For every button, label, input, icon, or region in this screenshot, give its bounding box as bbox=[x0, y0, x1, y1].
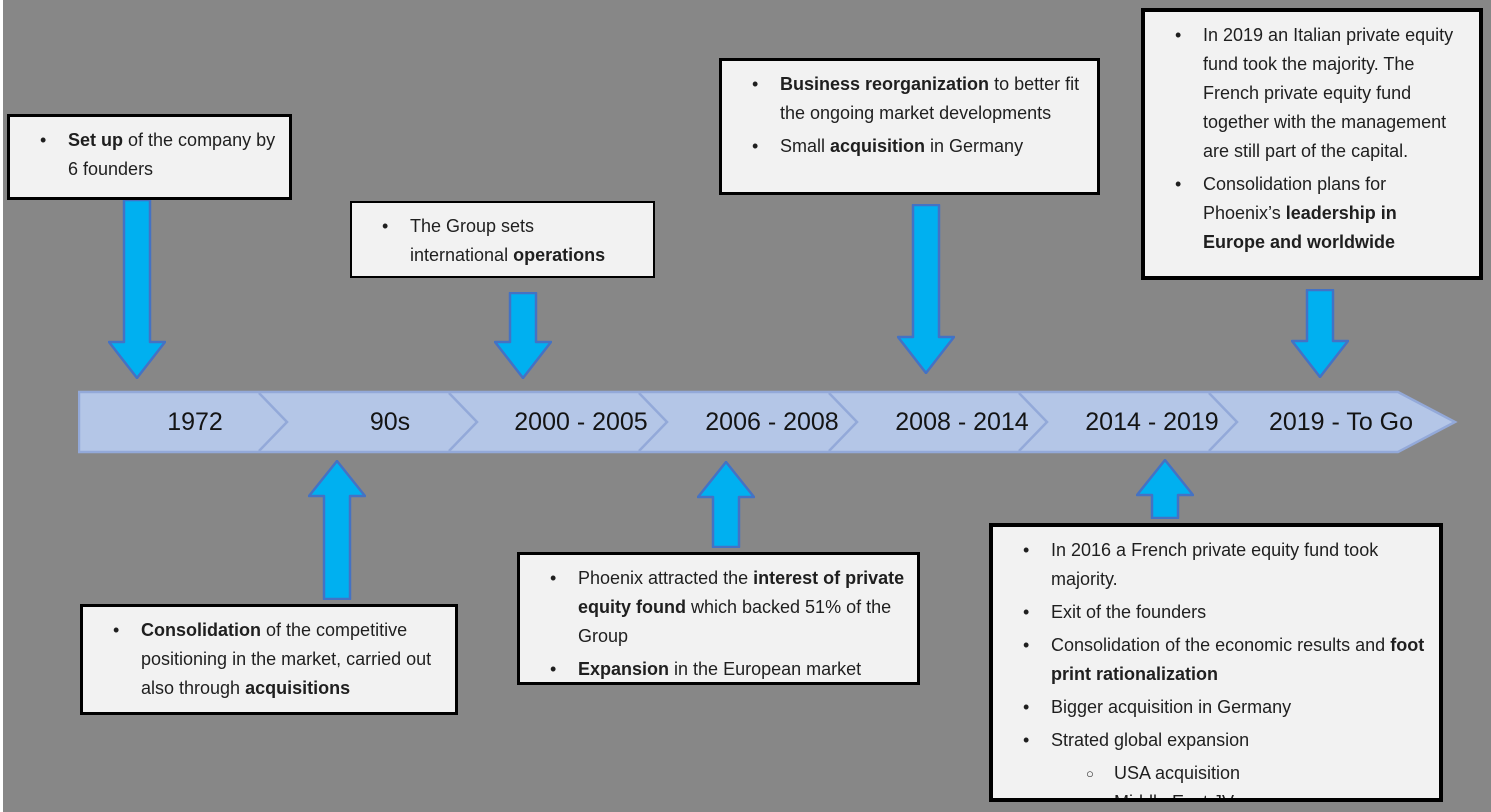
callout-2008-2014-reorganization: • Business reorganization to better fit … bbox=[719, 58, 1100, 195]
timeline-segment-90s: 90s bbox=[369, 408, 411, 436]
bullet-item: • Consolidation plans for Phoenix’s lead… bbox=[1161, 170, 1461, 257]
bullet-text: Consolidation of the economic results an… bbox=[1051, 635, 1425, 684]
bullet-text: Expansion in the European market bbox=[578, 659, 862, 679]
callout-2006-2008-phoenix: • Phoenix attracted the interest of priv… bbox=[517, 552, 920, 685]
callout-90s-international: • The Group sets international operation… bbox=[350, 201, 655, 278]
bullet-marker: • bbox=[752, 74, 759, 94]
bullet-marker: • bbox=[40, 130, 47, 150]
bullet-item: • In 2016 a French private equity fund t… bbox=[1009, 536, 1429, 594]
callout-2014-2019-details: • In 2016 a French private equity fund t… bbox=[989, 523, 1443, 802]
bullet-marker: • bbox=[1023, 730, 1030, 750]
bullet-marker: • bbox=[550, 568, 557, 588]
bullet-marker: • bbox=[752, 136, 759, 156]
timeline-segment-2019-togo: 2019 - To Go bbox=[1268, 408, 1414, 436]
sub-bullet-marker: ○ bbox=[1084, 788, 1114, 798]
bullet-item: • Strated global expansion bbox=[1009, 726, 1429, 755]
up-arrow-2006-2008 bbox=[697, 461, 755, 548]
down-arrow-2000-2005 bbox=[494, 292, 552, 379]
bullet-item: • Exit of the founders bbox=[1009, 598, 1429, 627]
timeline-chevron-2 bbox=[448, 392, 479, 452]
bullet-item: • Expansion in the European market bbox=[536, 655, 907, 682]
down-arrow-2019-togo bbox=[1291, 289, 1349, 378]
callout-2019-togo: • In 2019 an Italian private equity fund… bbox=[1141, 8, 1483, 280]
bullet-item: • The Group sets international operation… bbox=[368, 212, 623, 270]
bullet-text: Set up of the company by 6 founders bbox=[68, 130, 276, 179]
bullet-marker: • bbox=[1023, 635, 1030, 655]
bullet-marker: • bbox=[1023, 540, 1030, 560]
bullet-item: • Consolidation of the competitive posit… bbox=[99, 616, 445, 703]
timeline-chevron-1 bbox=[258, 392, 289, 452]
bullet-text: Business reorganization to better fit th… bbox=[780, 74, 1080, 123]
bullet-text: Bigger acquisition in Germany bbox=[1051, 697, 1292, 717]
sub-bullet-text: USA acquisition bbox=[1114, 763, 1241, 783]
bullet-marker: • bbox=[1175, 174, 1182, 194]
down-arrow-2008-2014 bbox=[897, 204, 955, 374]
bullet-item: • Bigger acquisition in Germany bbox=[1009, 693, 1429, 722]
bullet-text: Consolidation of the competitive positio… bbox=[141, 620, 432, 698]
timeline-chevron-3 bbox=[638, 392, 669, 452]
bullet-marker: • bbox=[1023, 602, 1030, 622]
callout-90s-consolidation: • Consolidation of the competitive posit… bbox=[80, 604, 458, 715]
timeline-segment-1972: 1972 bbox=[167, 408, 223, 436]
bullet-marker: • bbox=[1175, 25, 1182, 45]
bullet-text: Phoenix attracted the interest of privat… bbox=[578, 568, 905, 646]
bullet-text: In 2019 an Italian private equity fund t… bbox=[1203, 25, 1454, 161]
bullet-item: • Set up of the company by 6 founders bbox=[26, 126, 279, 184]
bullet-item: • Phoenix attracted the interest of priv… bbox=[536, 564, 907, 651]
up-arrow-2014-2019 bbox=[1136, 459, 1194, 519]
bullet-marker: • bbox=[382, 216, 389, 236]
sub-bullet-text: Middle East JV bbox=[1114, 792, 1235, 802]
bullet-item: • Small acquisition in Germany bbox=[738, 132, 1087, 161]
timeline-segment-2008-2014: 2008 - 2014 bbox=[895, 408, 1029, 436]
bullet-item: • Business reorganization to better fit … bbox=[738, 70, 1087, 128]
timeline-chevron-5 bbox=[1018, 392, 1049, 452]
bullet-text: In 2016 a French private equity fund too… bbox=[1051, 540, 1379, 589]
callout-1972-setup: • Set up of the company by 6 founders bbox=[7, 114, 292, 200]
bullet-text: Strated global expansion bbox=[1051, 730, 1250, 750]
bullet-item: • Consolidation of the economic results … bbox=[1009, 631, 1429, 689]
bullet-text: The Group sets international operations bbox=[410, 216, 606, 265]
bullet-item: • In 2019 an Italian private equity fund… bbox=[1161, 21, 1461, 166]
bullet-text: Small acquisition in Germany bbox=[780, 136, 1024, 156]
sub-bullet-item: ○ Middle East JV bbox=[1084, 788, 1429, 802]
bullet-text: Exit of the founders bbox=[1051, 602, 1207, 622]
timeline-segment-2000-2005: 2000 - 2005 bbox=[514, 408, 648, 436]
up-arrow-90s bbox=[308, 460, 366, 600]
sub-bullet-item: ○ USA acquisition bbox=[1084, 759, 1429, 788]
timeline-bar bbox=[78, 390, 1458, 454]
bullet-marker: • bbox=[550, 659, 557, 679]
bullet-marker: • bbox=[113, 620, 120, 640]
timeline-chevron-4 bbox=[828, 392, 859, 452]
bullet-marker: • bbox=[1023, 697, 1030, 717]
slide-left-edge bbox=[0, 0, 3, 812]
timeline-segment-2006-2008: 2006 - 2008 bbox=[705, 408, 839, 436]
timeline-segment-2014-2019: 2014 - 2019 bbox=[1085, 408, 1219, 436]
down-arrow-1972 bbox=[108, 199, 166, 379]
bullet-text: Consolidation plans for Phoenix’s leader… bbox=[1203, 174, 1397, 252]
sub-bullet-marker: ○ bbox=[1086, 766, 1094, 781]
timeline-chevron-6 bbox=[1208, 392, 1239, 452]
timeline-bar-shape bbox=[78, 390, 1458, 454]
